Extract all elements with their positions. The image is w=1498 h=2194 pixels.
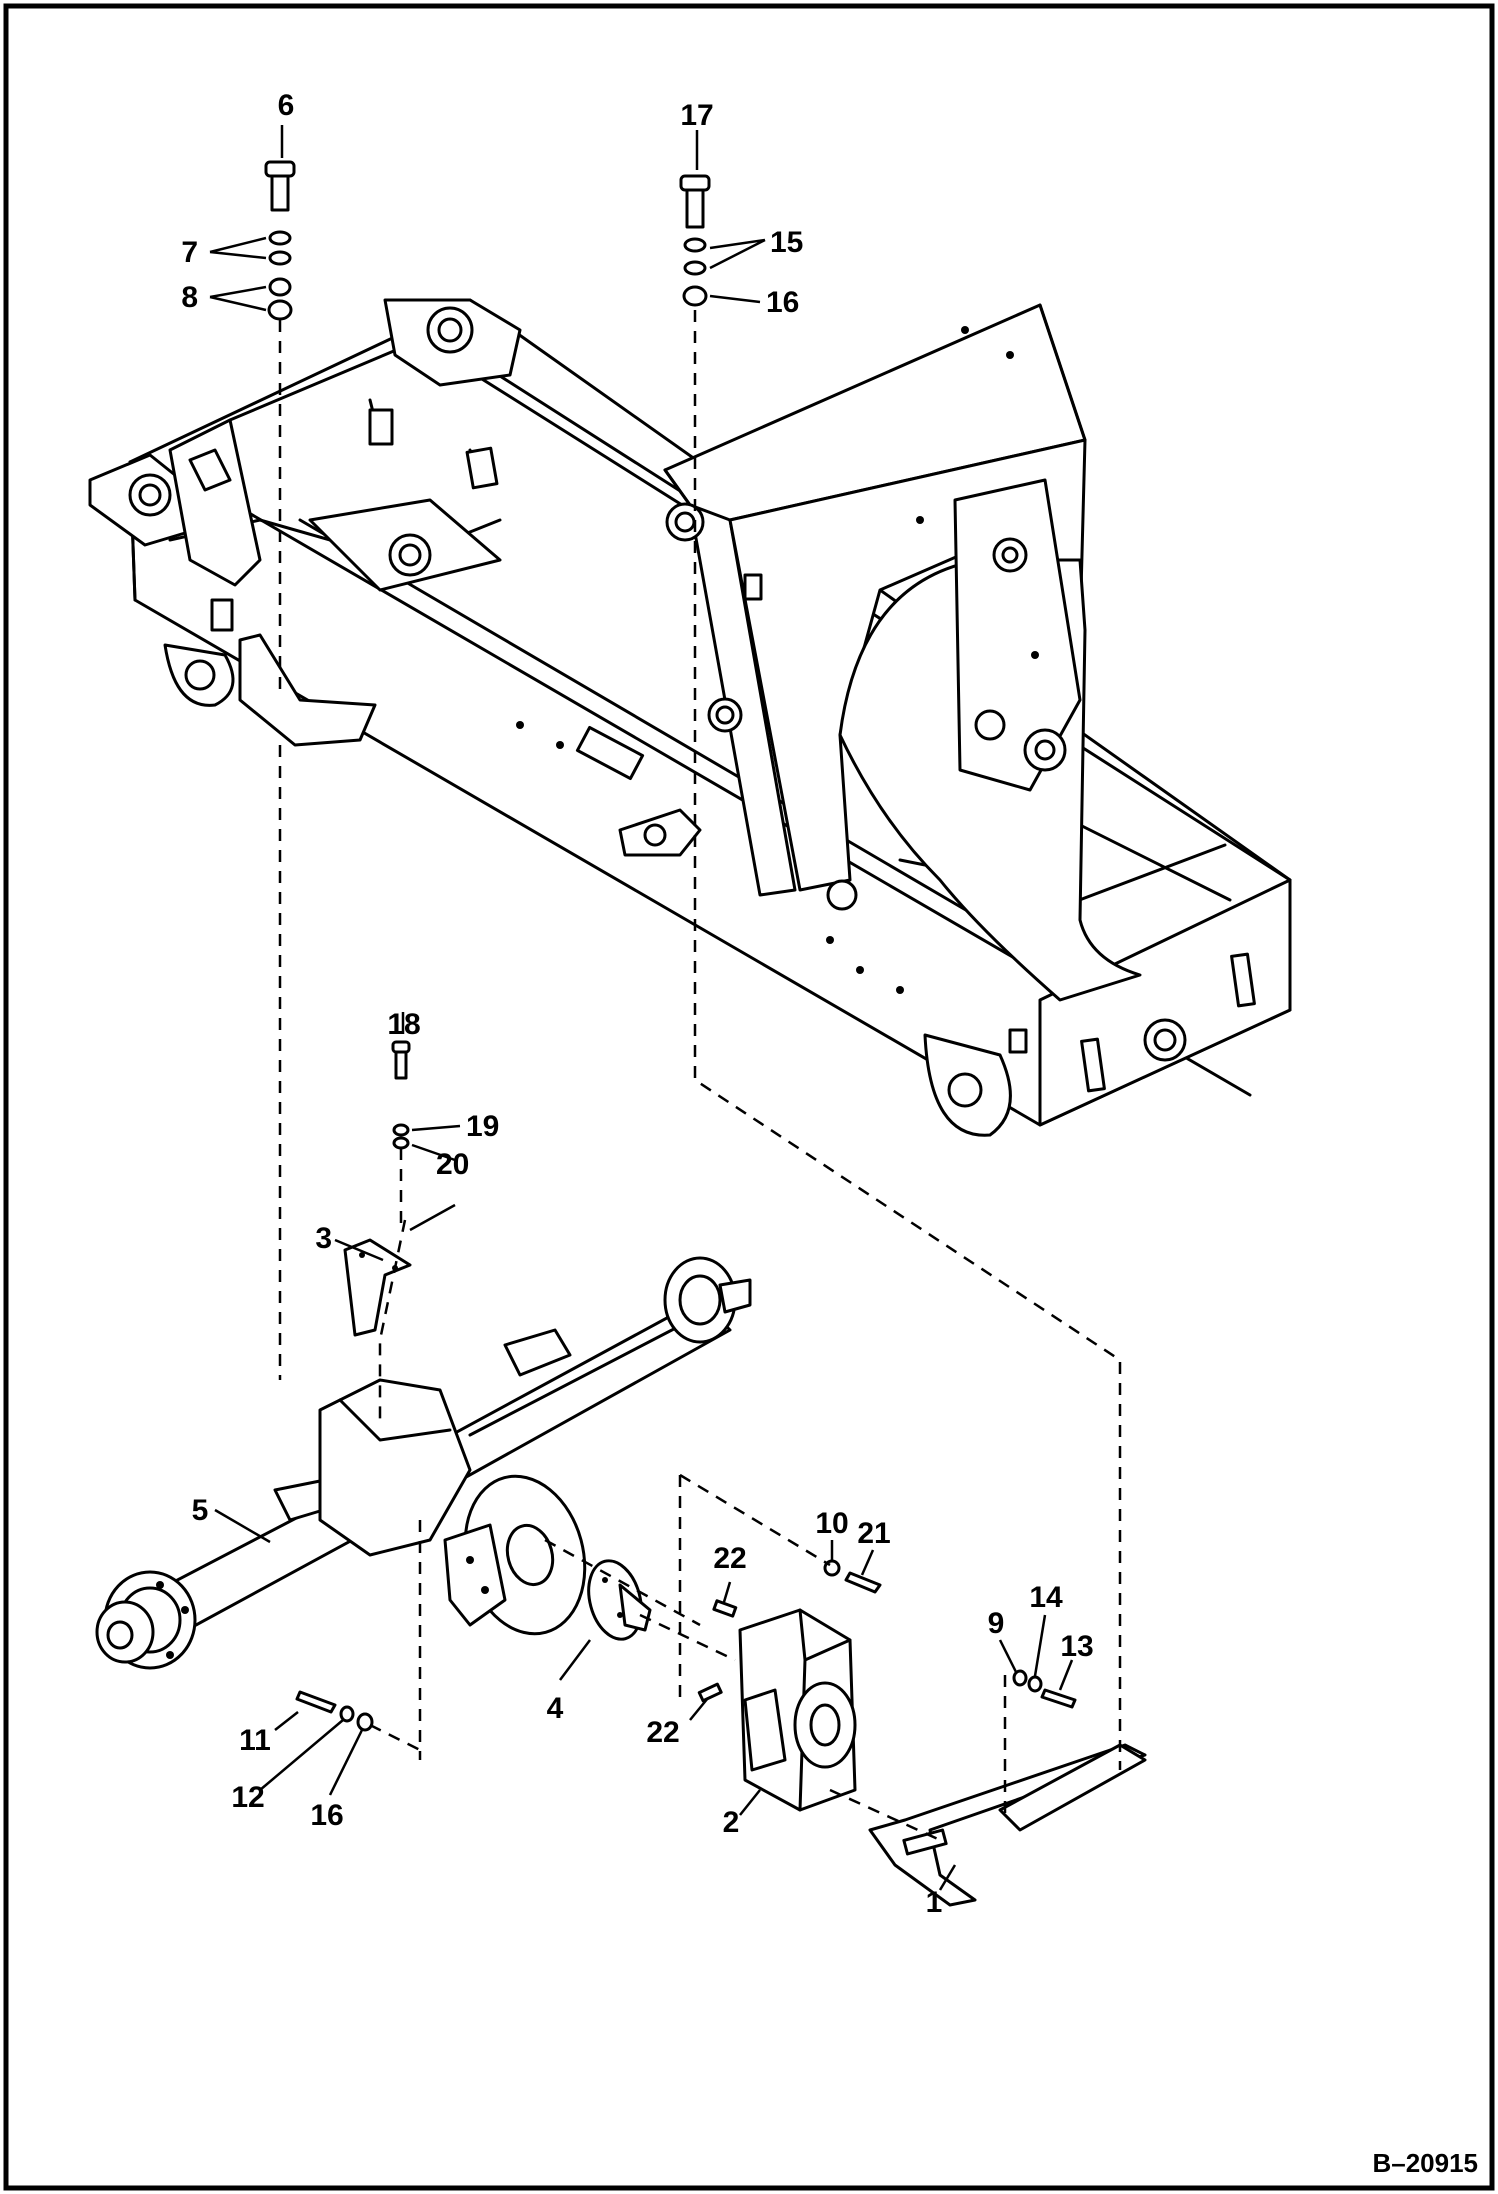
callout-19: 19 <box>466 1110 499 1143</box>
callout-7: 7 <box>181 236 198 269</box>
callout-18: 18 <box>387 1008 420 1041</box>
callout-5: 5 <box>192 1494 209 1527</box>
page-border <box>3 3 1495 2191</box>
callout-15: 15 <box>770 226 803 259</box>
callout-10: 10 <box>815 1507 848 1540</box>
callout-6: 6 <box>278 89 295 122</box>
callout-22-bottom: 22 <box>646 1716 679 1749</box>
callout-21: 21 <box>857 1517 890 1550</box>
leader-lines <box>209 125 1074 1891</box>
callout-12: 12 <box>231 1781 264 1814</box>
callout-1: 1 <box>926 1886 943 1919</box>
bracket-part-3 <box>343 1238 412 1337</box>
callout-22-top: 22 <box>713 1542 746 1575</box>
callout-20: 20 <box>436 1148 469 1181</box>
bracket-part-1 <box>868 1743 1147 1907</box>
hub-flange-part-4 <box>587 1559 652 1641</box>
assembly-lines <box>278 310 1122 1842</box>
fasteners <box>264 160 1077 1732</box>
callout-14: 14 <box>1029 1581 1063 1614</box>
callout-16-bottom: 16 <box>310 1799 343 1832</box>
callout-11: 11 <box>239 1724 271 1757</box>
mount-block-part-2 <box>738 1608 857 1812</box>
callout-9: 9 <box>988 1607 1005 1640</box>
callout-13: 13 <box>1060 1630 1093 1663</box>
figure-number: B–20915 <box>1372 2148 1478 2178</box>
main-frame <box>88 298 1292 1137</box>
callout-4: 4 <box>547 1692 564 1725</box>
callout-labels: 6 7 8 17 15 16 18 19 20 3 5 10 21 22 22 … <box>181 89 1093 1919</box>
callout-8: 8 <box>181 281 198 314</box>
callout-2: 2 <box>723 1806 740 1839</box>
callout-17: 17 <box>680 99 713 132</box>
callout-3: 3 <box>315 1222 332 1255</box>
axle-assembly <box>95 1256 752 1670</box>
callout-16-top: 16 <box>766 286 799 319</box>
